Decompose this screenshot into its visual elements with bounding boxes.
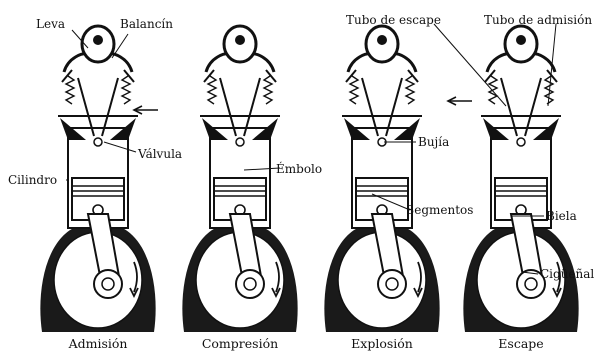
label-bujia: Bujía [418, 135, 449, 149]
caption-admision: Admisión [68, 336, 128, 351]
label-embolo: Émbolo [276, 161, 322, 176]
label-balancin: Balancín [120, 17, 173, 31]
label-tubo-admision: Tubo de admisión [484, 13, 592, 27]
label-tubo-escape: Tubo de escape [346, 13, 441, 27]
engine-explosion [324, 26, 439, 332]
intake-arrow [134, 106, 158, 114]
caption-explosion: Explosión [351, 336, 413, 351]
caption-compresion: Compresión [202, 336, 278, 351]
label-segmentos: Segmentos [406, 203, 473, 217]
label-valvula: Válvula [137, 147, 182, 161]
label-ciguenal: Cigüeñal [540, 267, 594, 281]
engine-compresion [182, 26, 297, 332]
engine-admision [40, 26, 155, 332]
caption-escape: Escape [498, 336, 543, 351]
exhaust-arrow [448, 97, 472, 105]
engine-escape [463, 26, 578, 332]
label-biela: Biela [546, 209, 577, 223]
label-cilindro: Cilindro [8, 173, 57, 187]
label-leva: Leva [36, 17, 65, 31]
